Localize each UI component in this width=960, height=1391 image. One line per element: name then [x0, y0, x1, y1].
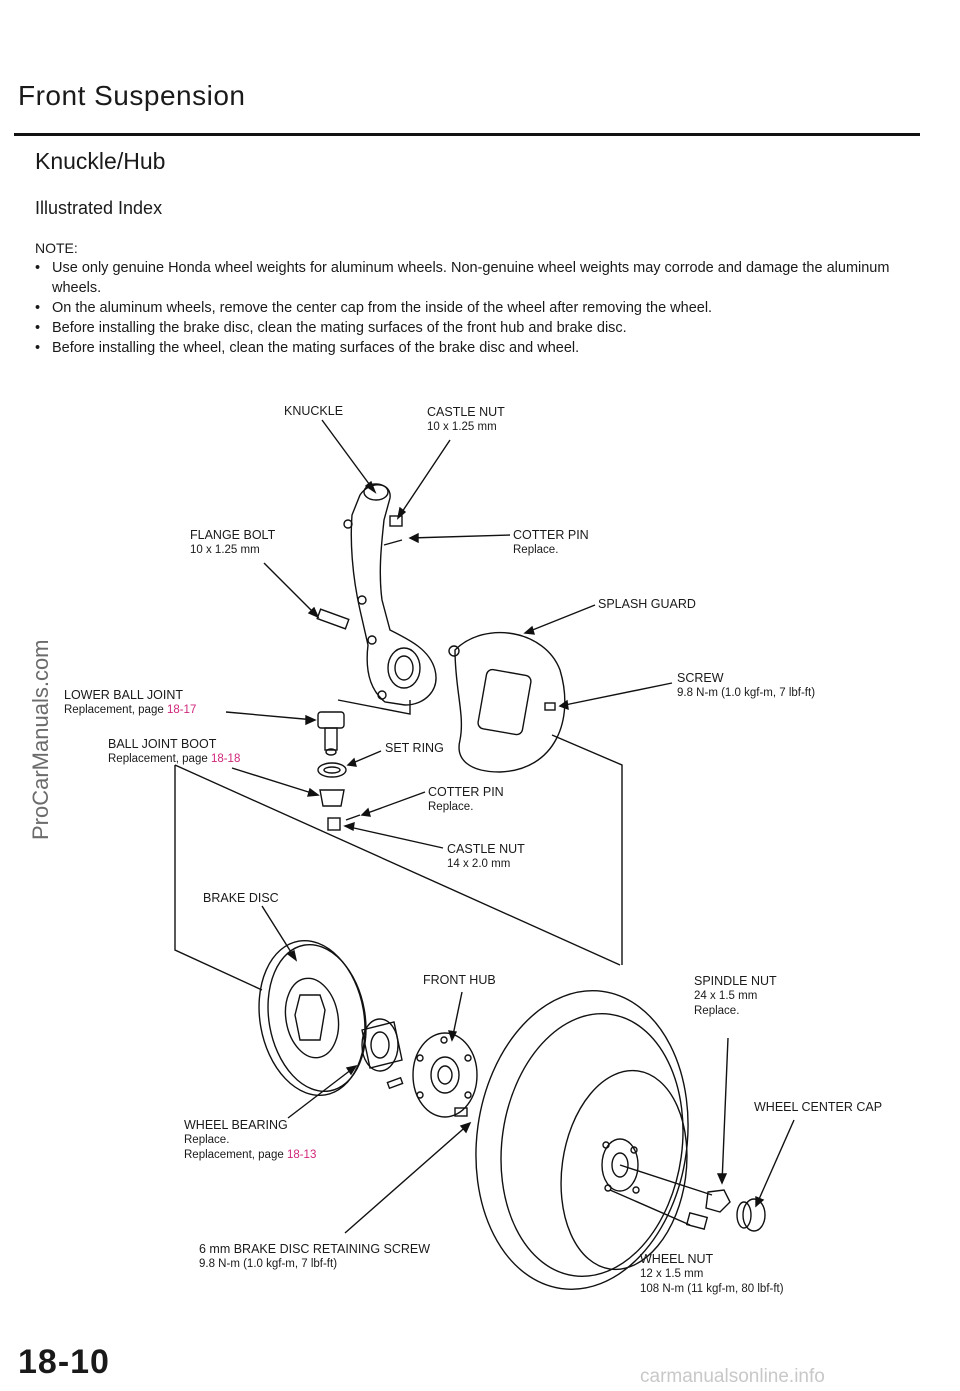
label-torque: 9.8 N-m (1.0 kgf-m, 7 lbf-ft)	[199, 1258, 338, 1270]
page-ref-link[interactable]: 18-13	[286, 1149, 317, 1161]
label-brake-disc: BRAKE DISC	[203, 891, 279, 905]
label-front-hub: FRONT HUB	[423, 973, 496, 987]
label-note: Replace.	[694, 1005, 740, 1017]
section-title: Knuckle/Hub	[35, 148, 166, 174]
note-item: Before installing the wheel, clean the m…	[35, 338, 920, 358]
tire-shape	[475, 990, 689, 1290]
knuckle-shape	[350, 484, 437, 706]
label-text: COTTER PIN	[513, 528, 589, 542]
page-title: Front Suspension	[18, 80, 246, 111]
label-retaining-screw: 6 mm BRAKE DISC RETAINING SCREW 9.8 N-m …	[199, 1242, 430, 1272]
label-note: Replace.	[513, 544, 559, 556]
leader-ball-joint-boot	[231, 767, 319, 796]
leader-splash-guard	[524, 604, 596, 634]
label-castle-nut-top: CASTLE NUT 10 x 1.25 mm	[427, 405, 505, 435]
label-torque: 108 N-m (11 kgf-m, 80 lbf-ft)	[640, 1283, 784, 1295]
label-text: BALL JOINT BOOT	[108, 737, 217, 751]
label-size: 12 x 1.5 mm	[640, 1268, 704, 1280]
note-item: Use only genuine Honda wheel weights for…	[35, 258, 920, 298]
subsection-title: Illustrated Index	[35, 198, 163, 218]
title-rule	[14, 133, 920, 136]
leader-knuckle	[321, 419, 376, 493]
label-text: COTTER PIN	[428, 785, 504, 799]
page-ref-link[interactable]: 18-18	[210, 753, 241, 765]
leader-castle-nut-mid	[344, 825, 444, 849]
label-flange-bolt: FLANGE BOLT 10 x 1.25 mm	[190, 528, 275, 558]
bracket-diagonal	[174, 764, 621, 966]
label-screw: SCREW 9.8 N-m (1.0 kgf-m, 7 lbf-ft)	[677, 671, 815, 701]
label-cotter-pin-mid: COTTER PIN Replace.	[428, 785, 504, 815]
footer-site: carmanualsonline.info	[640, 1366, 825, 1387]
label-text: SPINDLE NUT	[694, 974, 777, 988]
label-note: Replace.	[184, 1134, 230, 1146]
label-note: Replace.	[428, 801, 474, 813]
front-hub-shape	[412, 1032, 478, 1118]
label-text: CASTLE NUT	[427, 405, 505, 419]
label-text: FLANGE BOLT	[190, 528, 276, 542]
label-size: 10 x 1.25 mm	[190, 544, 260, 556]
label-size: 10 x 1.25 mm	[427, 421, 497, 433]
label-cotter-pin-top: COTTER PIN Replace.	[513, 528, 589, 558]
note-item: On the aluminum wheels, remove the cente…	[35, 298, 920, 318]
label-splash-guard: SPLASH GUARD	[598, 597, 696, 611]
page-number: 18-10	[18, 1343, 110, 1381]
label-text: WHEEL BEARING	[184, 1118, 288, 1132]
note-item: Before installing the brake disc, clean …	[35, 318, 920, 338]
label-lower-ball-joint: LOWER BALL JOINT Replacement, page 18-17	[64, 688, 196, 718]
ref-text: Replacement, page	[64, 704, 164, 716]
page-ref-link[interactable]: 18-17	[166, 704, 197, 716]
bracket-small	[337, 699, 411, 715]
bracket-right	[551, 734, 623, 965]
label-text: SCREW	[677, 671, 724, 685]
label-text: CASTLE NUT	[447, 842, 525, 856]
label-size: 24 x 1.5 mm	[694, 990, 758, 1002]
label-knuckle: KNUCKLE	[284, 404, 344, 418]
brake-disc-shape	[258, 939, 366, 1097]
leader-castle-nut-top	[397, 439, 451, 519]
leader-spindle-nut	[721, 1037, 729, 1184]
bracket-left	[174, 765, 263, 991]
label-wheel-center-cap: WHEEL CENTER CAP	[754, 1100, 883, 1114]
label-wheel-bearing: WHEEL BEARING Replace. Replacement, page…	[184, 1118, 316, 1163]
leader-cotter-pin-mid	[361, 791, 426, 816]
ref-text: Replacement, page	[108, 753, 208, 765]
ref-text: Replacement, page	[184, 1149, 284, 1161]
leader-flange-bolt	[263, 562, 319, 618]
label-spindle-nut: SPINDLE NUT 24 x 1.5 mm Replace.	[694, 974, 777, 1019]
leader-screw	[559, 682, 673, 707]
label-wheel-nut: WHEEL NUT 12 x 1.5 mm 108 N-m (11 kgf-m,…	[640, 1252, 784, 1297]
leader-center-cap	[755, 1119, 795, 1207]
label-text: 6 mm BRAKE DISC RETAINING SCREW	[199, 1242, 431, 1256]
label-text: LOWER BALL JOINT	[64, 688, 184, 702]
note-heading: NOTE:	[35, 240, 78, 256]
leader-retaining-screw	[344, 1122, 471, 1234]
splash-guard-shape	[454, 631, 566, 773]
label-ball-joint-boot: BALL JOINT BOOT Replacement, page 18-18	[108, 737, 240, 767]
label-set-ring: SET RING	[385, 741, 444, 755]
leader-lower-ball-joint	[225, 711, 316, 721]
label-torque: 9.8 N-m (1.0 kgf-m, 7 lbf-ft)	[677, 687, 816, 699]
label-size: 14 x 2.0 mm	[447, 858, 511, 870]
watermark: ProCarManuals.com	[28, 639, 53, 840]
label-castle-nut-mid: CASTLE NUT 14 x 2.0 mm	[447, 842, 525, 872]
leader-cotter-pin-top	[409, 534, 511, 539]
spindle-nut-shape	[705, 1189, 731, 1213]
label-text: WHEEL NUT	[640, 1252, 714, 1266]
note-list: Use only genuine Honda wheel weights for…	[35, 258, 920, 358]
